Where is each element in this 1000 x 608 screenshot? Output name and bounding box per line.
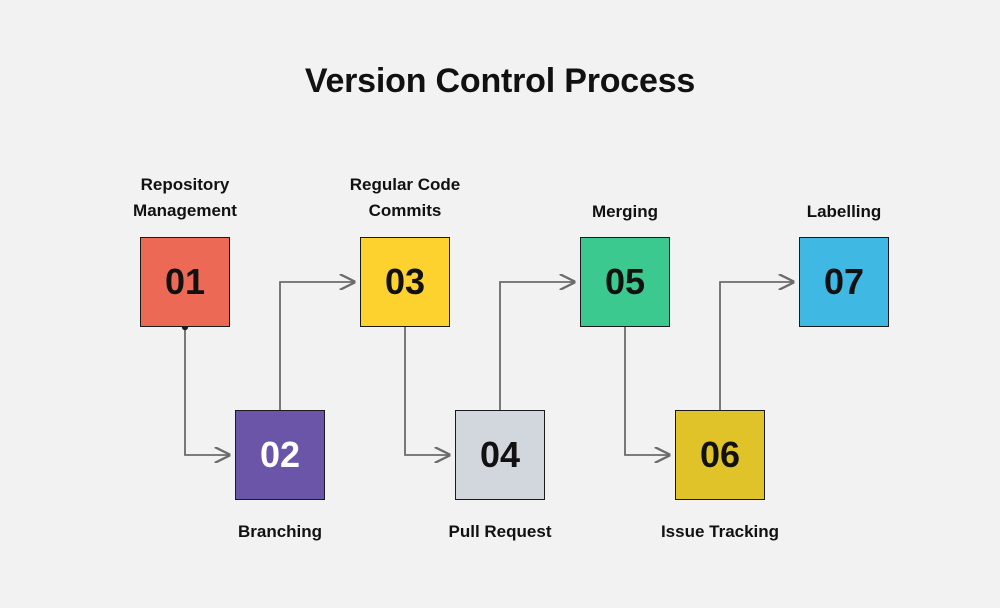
step-number-06: 06	[699, 434, 741, 475]
step-label-06: Issue Tracking	[660, 522, 780, 541]
step-label-07: Labelling	[806, 202, 882, 221]
connector-02-to-03	[279, 282, 354, 410]
step-number-02: 02	[259, 434, 301, 475]
connector-06-to-07	[719, 282, 793, 410]
step-number-07: 07	[823, 261, 865, 302]
process-step-07[interactable]: 07	[799, 237, 889, 327]
step-number-04: 04	[479, 434, 521, 475]
connector-01-to-02	[184, 327, 229, 455]
page-title: Version Control Process	[304, 62, 696, 100]
process-step-06[interactable]: 06	[675, 410, 765, 500]
connector-03-to-04	[404, 327, 449, 455]
connector-04-to-05	[499, 282, 574, 410]
step-number-03: 03	[384, 261, 426, 302]
step-label-05: Merging	[591, 202, 659, 221]
step-label-03: Regular Code Commits	[349, 175, 461, 220]
step-number-01: 01	[164, 261, 206, 302]
process-step-04[interactable]: 04	[455, 410, 545, 500]
step-label-01: Repository Management	[133, 175, 237, 220]
connector-05-to-06	[624, 327, 669, 455]
process-step-05[interactable]: 05	[580, 237, 670, 327]
step-label-04: Pull Request	[448, 522, 552, 541]
process-step-02[interactable]: 02	[235, 410, 325, 500]
process-step-01[interactable]: 01	[140, 237, 230, 327]
process-step-03[interactable]: 03	[360, 237, 450, 327]
step-label-02: Branching	[237, 522, 323, 541]
step-number-05: 05	[604, 261, 646, 302]
